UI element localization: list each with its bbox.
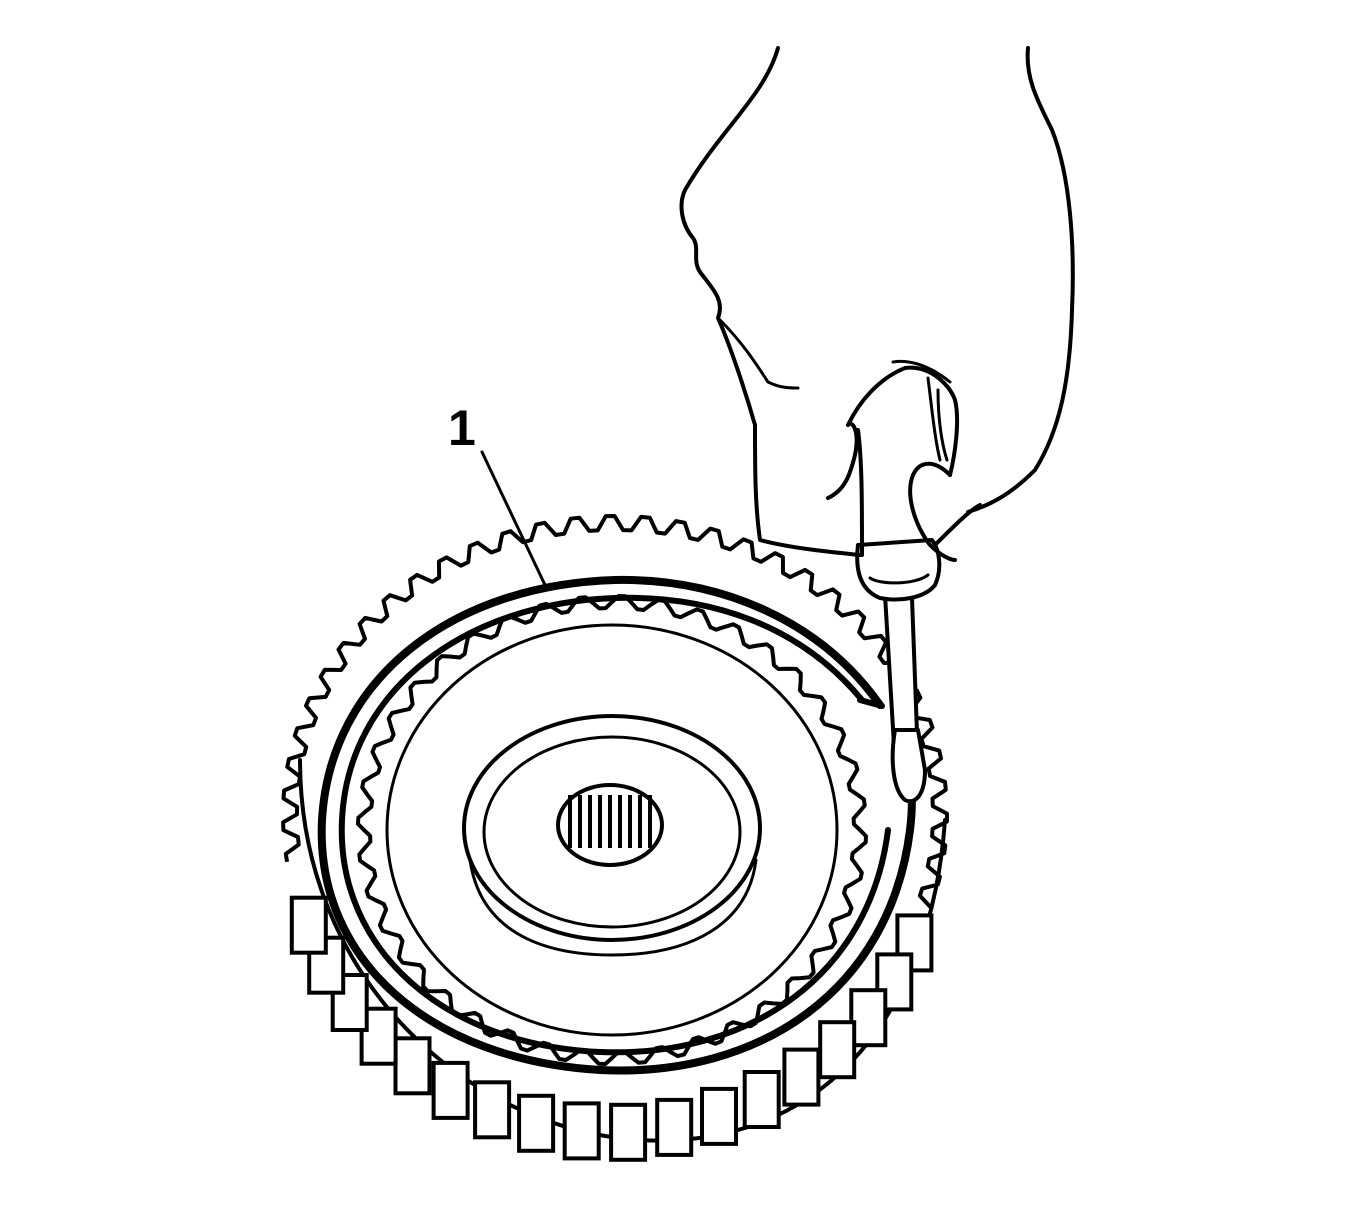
finger-tip	[908, 461, 957, 562]
drum-tooth-block	[818, 1020, 857, 1080]
hub-middle-ring	[482, 735, 742, 929]
drum-tooth-block	[742, 1070, 781, 1129]
finger-crease	[926, 376, 942, 462]
inner-spline-band	[356, 594, 868, 1066]
fingertip-gripping-handle	[933, 503, 982, 547]
drum-tooth-block	[289, 895, 328, 955]
callout-number: 1	[448, 400, 476, 456]
ring-finger	[891, 359, 952, 384]
thumb-knuckle	[718, 318, 800, 390]
hand	[679, 46, 1075, 562]
screwdriver-handle-flute	[868, 573, 930, 585]
thumb	[753, 423, 862, 557]
inner-spline-inner	[385, 623, 839, 1037]
snap-ring-gap-end	[857, 697, 885, 709]
inner-spline-outer	[356, 594, 868, 1066]
hand-back-outline	[679, 46, 780, 427]
center-hub	[462, 714, 762, 957]
drum-tooth-block	[562, 1101, 601, 1161]
callout-1: 1	[448, 400, 547, 587]
screwdriver	[855, 538, 942, 804]
drum-tooth-block	[609, 1102, 648, 1162]
clutch-drum	[281, 514, 949, 1162]
drum-tooth-block	[393, 1036, 432, 1096]
snap-ring	[317, 575, 916, 1075]
hub-shoulder	[468, 858, 758, 957]
screwdriver-tip	[890, 728, 927, 804]
middle-finger	[846, 365, 960, 477]
outer-tooth-profile	[281, 514, 949, 909]
drum-tooth-block	[700, 1086, 738, 1146]
drum-tooth-block	[655, 1097, 694, 1157]
hub-bearing-rollers	[568, 795, 652, 848]
finger-crease-2	[936, 388, 949, 462]
index-finger	[826, 421, 864, 557]
drum-tooth-block	[517, 1093, 556, 1153]
callout-leader-line	[480, 450, 547, 587]
drum-outer-teeth	[281, 514, 949, 909]
drum-tooth-block	[473, 1080, 512, 1140]
snap-ring-inner-edge	[338, 594, 891, 1056]
snap-ring-outer-edge	[317, 575, 916, 1075]
hub-outer-ring	[462, 714, 762, 942]
hand-palm-outline	[966, 46, 1075, 514]
drum-tooth-block	[849, 988, 888, 1048]
hub-bore	[556, 783, 664, 867]
screwdriver-handle	[855, 538, 942, 602]
drum-tooth-block	[431, 1060, 470, 1120]
drum-tooth-block	[782, 1047, 821, 1107]
drum-bottom-teeth	[289, 895, 934, 1162]
